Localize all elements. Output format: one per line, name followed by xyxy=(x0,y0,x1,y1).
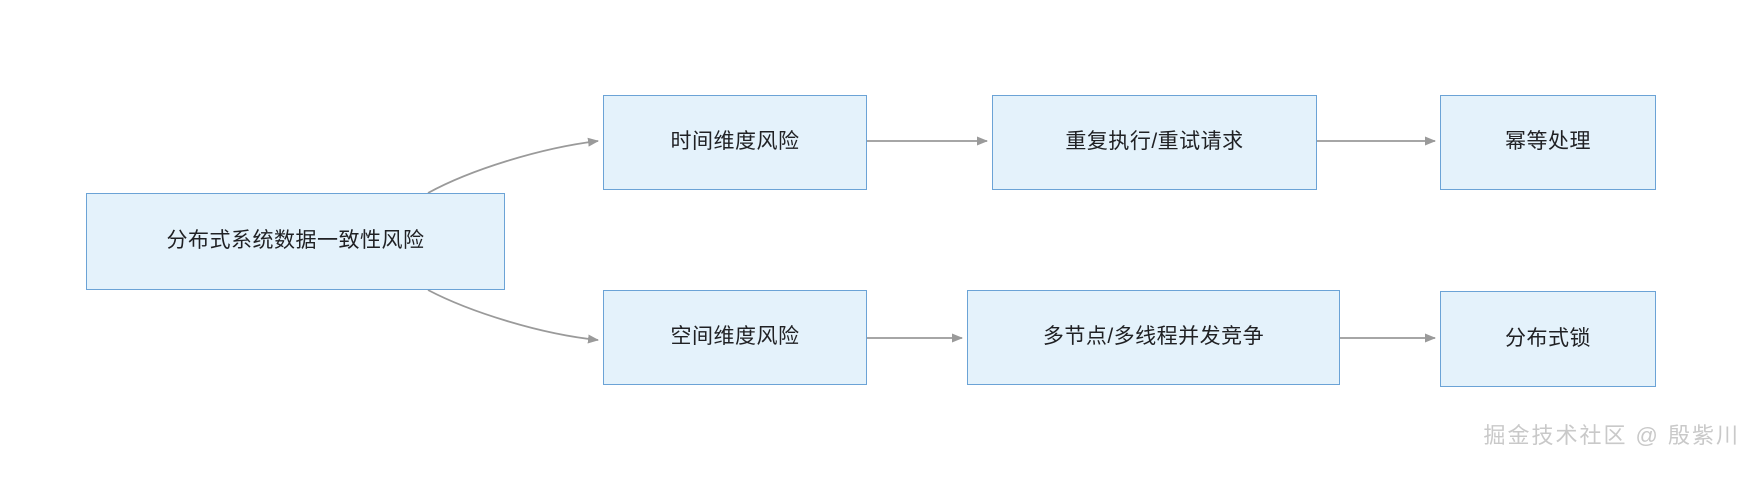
node-label: 幂等处理 xyxy=(1505,130,1591,154)
watermark: 掘金技术社区 @ 殷紫川 xyxy=(1483,423,1740,448)
node-label: 分布式锁 xyxy=(1505,326,1591,350)
node-label: 空间维度风险 xyxy=(670,325,800,349)
edge-root-to-space-risk xyxy=(427,289,599,344)
node-label: 分布式系统数据一致性风险 xyxy=(166,229,425,253)
node-space-dimension-risk[interactable]: 空间维度风险 xyxy=(603,290,867,385)
node-root-risk[interactable]: 分布式系统数据一致性风险 xyxy=(86,193,505,290)
node-duplicate-retry-request[interactable]: 重复执行/重试请求 xyxy=(992,95,1317,190)
edge-root-to-time-risk xyxy=(427,137,599,194)
node-multinode-concurrency[interactable]: 多节点/多线程并发竞争 xyxy=(967,290,1340,385)
node-label: 多节点/多线程并发竞争 xyxy=(1042,325,1265,349)
node-distributed-lock[interactable]: 分布式锁 xyxy=(1440,291,1656,387)
node-label: 时间维度风险 xyxy=(670,130,800,154)
node-idempotent-handling[interactable]: 幂等处理 xyxy=(1440,95,1656,190)
node-time-dimension-risk[interactable]: 时间维度风险 xyxy=(603,95,867,190)
node-label: 重复执行/重试请求 xyxy=(1065,130,1244,154)
